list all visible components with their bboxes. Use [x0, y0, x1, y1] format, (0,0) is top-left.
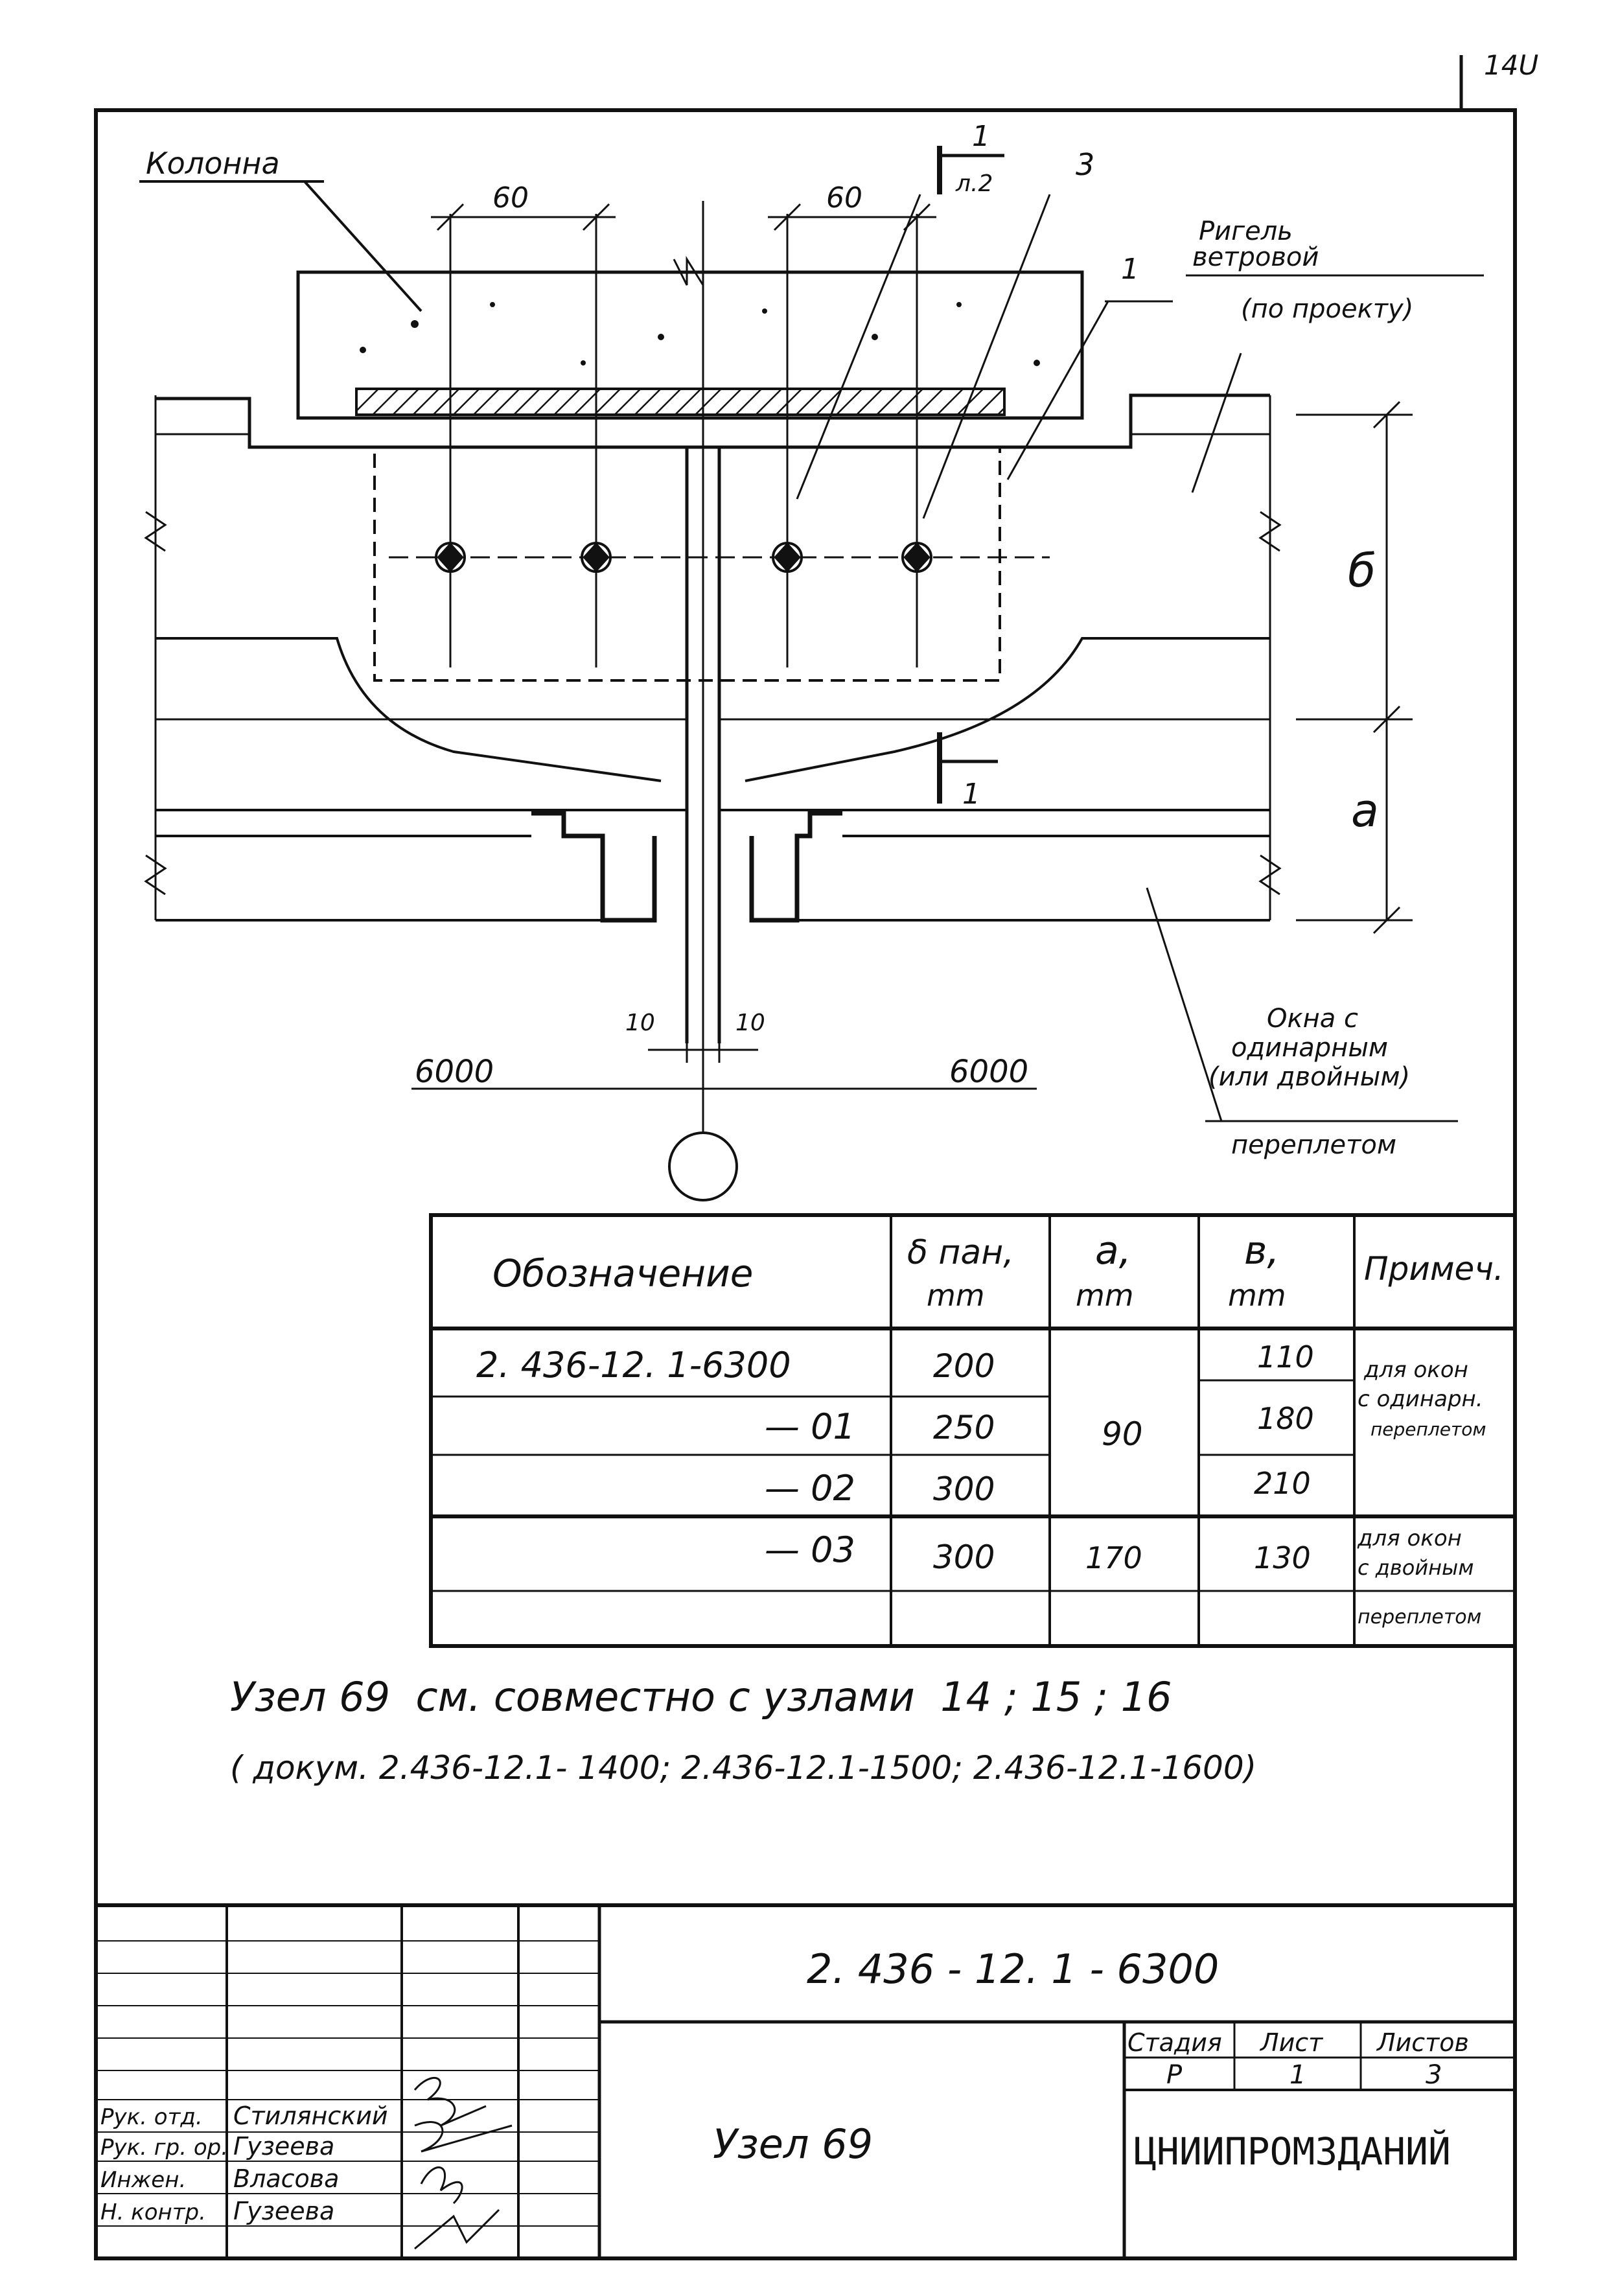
row1-delta: 250: [933, 1409, 995, 1446]
label-rigel-1: Ригель: [1199, 216, 1293, 246]
dim-60-right: 60: [826, 181, 862, 215]
note2-1: для окон: [1357, 1525, 1462, 1551]
row3-a: 170: [1085, 1540, 1142, 1575]
span-right: 6000: [949, 1054, 1028, 1090]
role-2: Рук. гр. ор.: [100, 2135, 228, 2161]
node-drawing: [139, 146, 1458, 1201]
embedded-plate: [355, 388, 1006, 416]
dim-10-left: 10: [625, 1010, 655, 1036]
title-node: Узел 69: [713, 2120, 873, 2168]
label-window-3: (или двойным): [1208, 1062, 1410, 1092]
sheet-frame: [94, 108, 1517, 2260]
org-name: ЦНИИПРОМЗДАНИЙ: [1134, 2129, 1451, 2174]
stage-label: Стадия: [1127, 2028, 1222, 2057]
sheets-value: 3: [1426, 2060, 1442, 2090]
dim-a: а: [1351, 784, 1379, 837]
label-window-4: переплетом: [1231, 1130, 1396, 1160]
row3-delta: 300: [933, 1538, 995, 1576]
note1-3: переплетом: [1370, 1419, 1486, 1440]
signature-2: [414, 2121, 513, 2153]
note-line-2: ( докум. 2.436-12.1- 1400; 2.436-12.1-15…: [230, 1749, 1256, 1787]
label-bolt: 3: [1076, 147, 1094, 182]
sheet-value: 1: [1289, 2060, 1306, 2090]
spec-table: [429, 1213, 1517, 1648]
row2-v: 210: [1254, 1466, 1311, 1501]
row0-designation: 2. 436-12. 1-6300: [476, 1345, 791, 1386]
row3-designation: — 03: [765, 1529, 855, 1570]
doc-code: 2. 436 - 12. 1 - 6300: [807, 1945, 1219, 1993]
th-delta-unit: mm: [927, 1278, 985, 1313]
dim-b: б: [1348, 544, 1376, 597]
label-rigel-2: ветровой: [1192, 242, 1319, 272]
signature-1: [413, 2077, 487, 2127]
stage-value: Р: [1166, 2060, 1183, 2090]
label-plate: 1: [1121, 253, 1139, 286]
th-designation: Обозначение: [492, 1251, 753, 1295]
label-section-top: 1: [972, 120, 990, 153]
title-block: [96, 1903, 1515, 2258]
role-4: Н. контр.: [100, 2199, 206, 2225]
signature-4: [414, 2209, 500, 2250]
concrete-texture: [360, 302, 1040, 366]
name-3: Власова: [233, 2164, 339, 2193]
name-4: Гузеева: [233, 2197, 334, 2225]
label-rigel-3: (по проекту): [1241, 294, 1413, 324]
th-note: Примеч.: [1364, 1250, 1504, 1288]
signature-3: [420, 2166, 463, 2205]
row2-designation: — 02: [765, 1468, 855, 1509]
note2-2: с двойным: [1358, 1555, 1474, 1580]
th-a-unit: mm: [1076, 1278, 1134, 1313]
row3-v: 130: [1254, 1540, 1311, 1575]
role-1: Рук. отд.: [100, 2104, 203, 2130]
name-2: Гузеева: [233, 2132, 334, 2161]
span-left: 6000: [415, 1054, 494, 1090]
axis-bubble: [668, 1131, 738, 1201]
label-column: Колонна: [146, 146, 280, 181]
section-mark-lower: 1: [962, 778, 980, 811]
sheet-label: Лист: [1259, 2028, 1324, 2057]
th-a: а,: [1095, 1228, 1131, 1273]
a-merged: 90: [1102, 1415, 1143, 1453]
row0-delta: 200: [933, 1347, 995, 1385]
row1-designation: — 01: [765, 1406, 855, 1447]
th-v: в,: [1244, 1228, 1279, 1273]
note1-1: для окон: [1363, 1357, 1468, 1383]
label-section-sheet: л.2: [955, 170, 993, 197]
name-1: Стилянский: [233, 2102, 388, 2130]
row2-delta: 300: [933, 1470, 995, 1508]
page-number: 14U: [1484, 49, 1538, 81]
note-line-1: Узел 69 см. совместно с узлами 14 ; 15 ;…: [230, 1673, 1172, 1721]
label-window-1: Окна с: [1267, 1004, 1358, 1034]
role-3: Инжен.: [100, 2167, 186, 2193]
note1-2: с одинарн.: [1358, 1386, 1483, 1412]
dim-60-left: 60: [492, 181, 529, 215]
dim-10-right: 10: [735, 1010, 765, 1036]
sheets-label: Листов: [1376, 2028, 1469, 2057]
label-window-2: одинарным: [1231, 1033, 1388, 1063]
row1-v: 180: [1257, 1401, 1314, 1436]
th-v-unit: mm: [1228, 1278, 1286, 1313]
th-delta: δ пан,: [907, 1233, 1014, 1272]
note2-3: переплетом: [1358, 1606, 1481, 1629]
row0-v: 110: [1257, 1339, 1314, 1374]
